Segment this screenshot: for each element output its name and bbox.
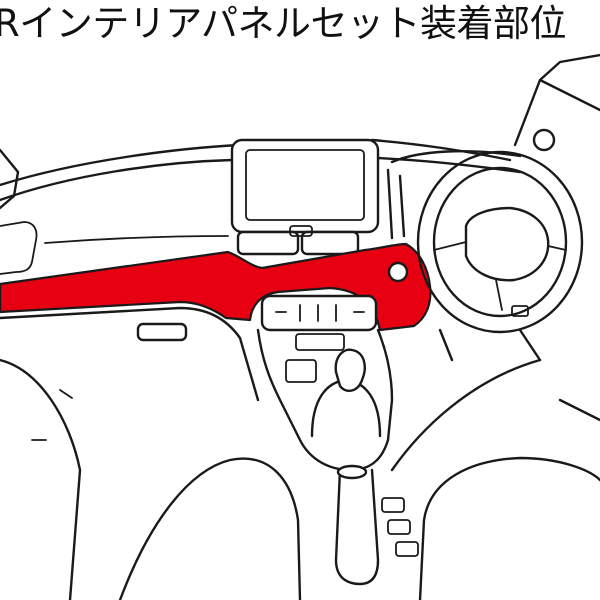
left-floor-detail xyxy=(31,389,73,441)
center-vent-right xyxy=(300,230,360,256)
right-pillar xyxy=(513,53,600,147)
center-vent-left xyxy=(236,230,300,256)
instrument-hood xyxy=(386,150,522,240)
steering-wheel-hub xyxy=(464,206,550,282)
interior-panel-highlight xyxy=(0,242,432,332)
steering-wheel-rim xyxy=(416,150,584,334)
windshield-edge xyxy=(0,138,512,187)
parking-brake xyxy=(334,468,380,586)
left-air-vent xyxy=(0,221,38,275)
glovebox-handle xyxy=(136,322,188,342)
lower-switch-panel xyxy=(285,359,317,383)
infotainment-screen-bezel xyxy=(230,138,380,234)
left-seat xyxy=(0,358,302,600)
steering-column xyxy=(438,328,542,362)
steering-spokes xyxy=(433,241,567,311)
left-pillar xyxy=(0,148,20,210)
hazard-switch xyxy=(289,225,313,237)
usb-port-panel xyxy=(295,333,345,351)
dash-trim-line xyxy=(44,235,229,244)
right-air-vent xyxy=(532,128,556,152)
infotainment-screen xyxy=(245,149,365,221)
start-button xyxy=(387,261,409,283)
glovebox-outline xyxy=(0,306,260,402)
console-switch-3 xyxy=(395,541,419,557)
right-seat-side xyxy=(390,358,600,472)
console-switch-1 xyxy=(381,497,405,513)
shift-knob xyxy=(334,348,366,392)
steering-wheel-inner-rim xyxy=(432,166,568,318)
steering-button xyxy=(511,305,529,317)
console-switch-2 xyxy=(387,519,411,535)
parking-brake-button xyxy=(336,464,368,480)
page-title: Rインテリアパネルセット装着部位 xyxy=(0,2,566,45)
right-seat xyxy=(418,456,600,600)
dash-top-outline xyxy=(0,156,522,202)
climate-control-panel xyxy=(260,294,378,332)
climate-knobs xyxy=(275,304,365,322)
